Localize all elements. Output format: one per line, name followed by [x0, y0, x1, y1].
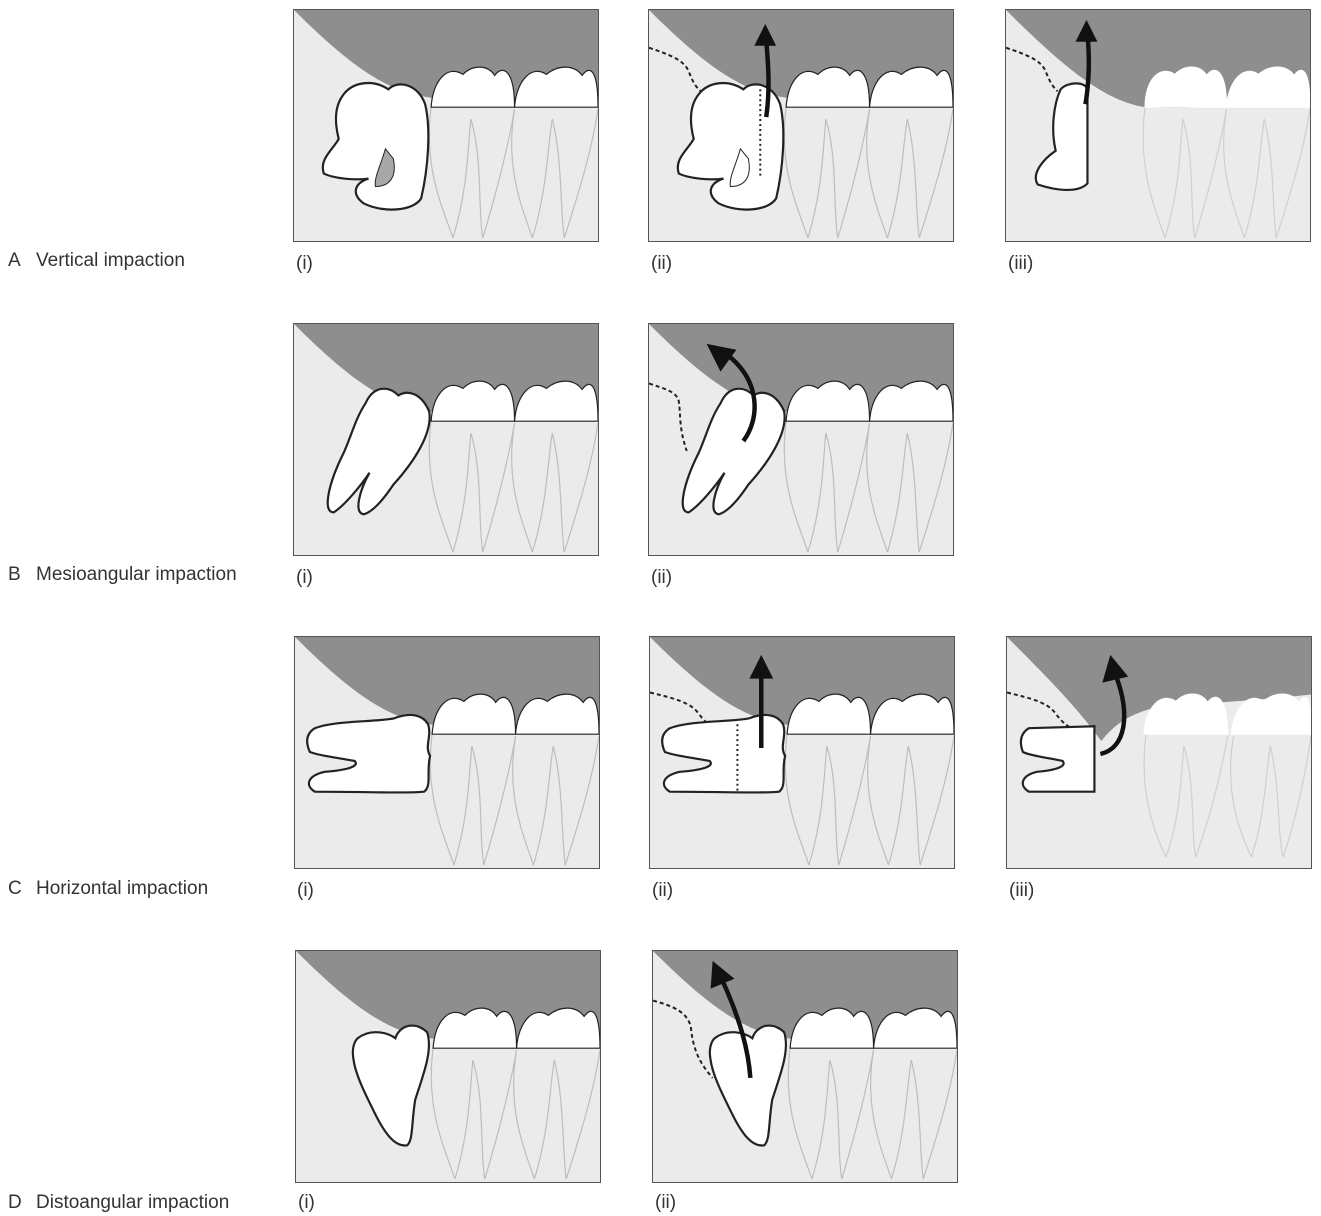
diagram-distoangular-impaction-i	[296, 951, 600, 1182]
panel-a-iii	[1005, 9, 1311, 242]
row-letter: D	[8, 1192, 36, 1214]
panel-d-ii	[652, 950, 958, 1183]
row-title: Mesioangular impaction	[36, 564, 237, 585]
panel-label: (ii)	[652, 880, 673, 902]
panel-label: (i)	[296, 253, 313, 275]
panel-label: (ii)	[651, 567, 672, 589]
panel-label: (iii)	[1009, 880, 1034, 902]
row-title: Vertical impaction	[36, 250, 185, 271]
panel-label: (ii)	[655, 1192, 676, 1214]
diagram-mesioangular-impaction-i	[294, 324, 598, 555]
panel-label: (iii)	[1008, 253, 1033, 275]
diagram-mesioangular-impaction-ii	[649, 324, 953, 555]
diagram-vertical-impaction-iii	[1006, 10, 1310, 241]
diagram-vertical-impaction-i	[294, 10, 598, 241]
panel-c-ii	[649, 636, 955, 869]
panel-b-ii	[648, 323, 954, 556]
panel-c-iii	[1006, 636, 1312, 869]
row-title: Horizontal impaction	[36, 878, 208, 899]
panel-a-ii	[648, 9, 954, 242]
row-letter: C	[8, 878, 36, 900]
diagram-horizontal-impaction-iii	[1007, 637, 1311, 868]
panel-b-i	[293, 323, 599, 556]
row-title: Distoangular impaction	[36, 1192, 229, 1213]
panel-label: (i)	[298, 1192, 315, 1214]
diagram-vertical-impaction-ii	[649, 10, 953, 241]
panel-label: (ii)	[651, 253, 672, 275]
diagram-horizontal-impaction-i	[295, 637, 599, 868]
panel-label: (i)	[296, 567, 313, 589]
panel-c-i	[294, 636, 600, 869]
row-letter: A	[8, 250, 36, 272]
diagram-horizontal-impaction-ii	[650, 637, 954, 868]
panel-d-i	[295, 950, 601, 1183]
row-letter: B	[8, 564, 36, 586]
diagram-distoangular-impaction-ii	[653, 951, 957, 1182]
panel-label: (i)	[297, 880, 314, 902]
panel-a-i	[293, 9, 599, 242]
